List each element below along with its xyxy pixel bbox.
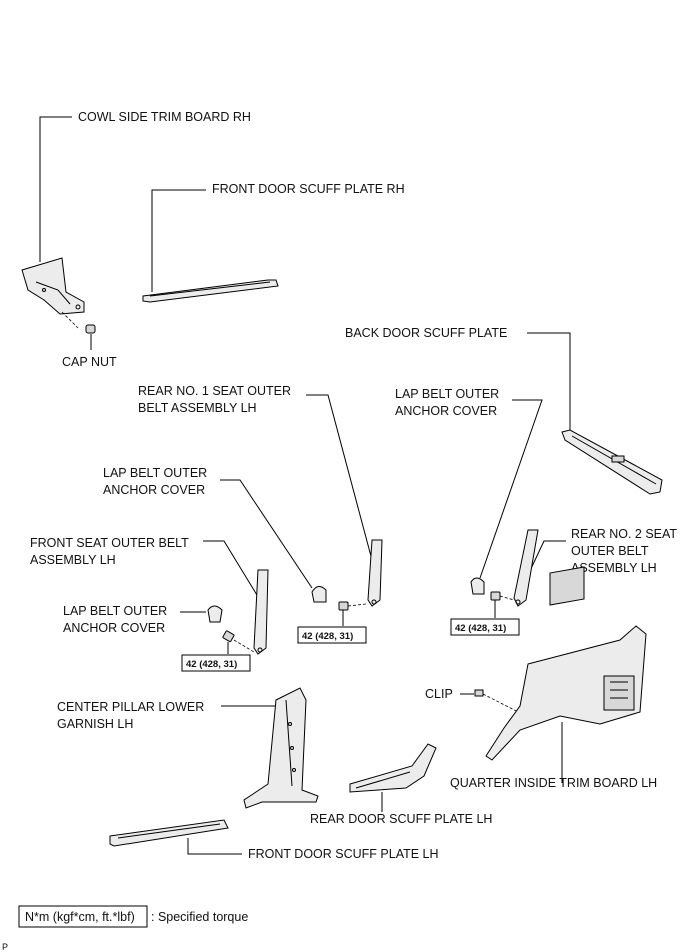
rear-door-scuff-plate-lh <box>349 743 437 793</box>
front-door-scuff-plate-lh <box>109 819 229 847</box>
leader-rear-no1-belt <box>306 394 373 561</box>
quarter-inside-trim-board-lh <box>485 566 647 761</box>
leader-lap-anchor-cover-mid <box>220 479 313 589</box>
rear-no1-seat-outer-belt <box>367 539 383 607</box>
lap-anchor-cover-left <box>207 605 223 623</box>
leader-front-seat-belt <box>203 540 261 601</box>
leader-front-door-scuff-rh <box>151 189 206 292</box>
corner-mark: P <box>2 942 8 952</box>
bolt-rear-no1 <box>338 601 367 611</box>
torque-value-rear-no1: 42 (428, 31) <box>302 631 353 642</box>
label-front-seat-belt-line1: FRONT SEAT OUTER BELT <box>30 536 189 550</box>
label-center-pillar-line2: GARNISH LH <box>57 717 133 731</box>
leader-lap-anchor-cover-right <box>479 399 543 579</box>
label-rear-no1-belt-line2: BELT ASSEMBLY LH <box>138 401 257 415</box>
label-lap-anchor-cover-left-line2: ANCHOR COVER <box>63 621 165 635</box>
legend-unit-box <box>18 905 148 928</box>
label-cowl-side-trim-board-rh: COWL SIDE TRIM BOARD RH <box>78 110 251 124</box>
bolt-front-belt <box>222 630 255 653</box>
clip <box>474 689 531 719</box>
leader-cowl-side <box>39 116 72 262</box>
dash-cap-nut <box>61 311 79 329</box>
torque-box-rear-no1 <box>297 626 367 644</box>
torque-box-rear-no2 <box>450 618 520 636</box>
leader-rear-no2-belt <box>527 540 566 576</box>
legend-unit-text: N*m (kgf*cm, ft.*lbf) <box>25 910 135 924</box>
label-quarter-inside-trim-board-lh: QUARTER INSIDE TRIM BOARD LH <box>450 776 657 790</box>
front-door-scuff-plate-rh <box>142 279 279 303</box>
label-center-pillar-line1: CENTER PILLAR LOWER <box>57 700 204 714</box>
label-rear-door-scuff-plate-lh: REAR DOOR SCUFF PLATE LH <box>310 812 492 826</box>
leader-back-door-scuff <box>527 332 571 430</box>
label-rear-no2-belt-line3: ASSEMBLY LH <box>571 561 657 575</box>
torque-box-front <box>181 654 251 672</box>
label-front-door-scuff-plate-lh: FRONT DOOR SCUFF PLATE LH <box>248 847 439 861</box>
front-seat-outer-belt <box>253 569 269 655</box>
torque-value-rear-no2: 42 (428, 31) <box>455 623 506 634</box>
label-rear-no2-belt-line2: OUTER BELT <box>571 544 649 558</box>
label-lap-anchor-cover-mid-line2: ANCHOR COVER <box>103 483 205 497</box>
legend-description: : Specified torque <box>151 910 248 924</box>
back-door-scuff-plate <box>561 429 663 495</box>
label-lap-anchor-cover-left-line1: LAP BELT OUTER <box>63 604 167 618</box>
leader-front-door-scuff-lh <box>187 838 242 855</box>
center-pillar-lower-garnish-lh <box>243 687 319 809</box>
lap-anchor-cover-mid <box>311 586 327 603</box>
label-front-seat-belt-line2: ASSEMBLY LH <box>30 553 116 567</box>
label-clip: CLIP <box>425 687 453 701</box>
label-rear-no2-belt-line1: REAR NO. 2 SEAT <box>571 527 677 541</box>
bolt-rear-no2 <box>490 591 515 601</box>
label-front-door-scuff-plate-rh: FRONT DOOR SCUFF PLATE RH <box>212 182 405 196</box>
cap-nut <box>85 324 96 334</box>
label-lap-anchor-cover-right-line1: LAP BELT OUTER <box>395 387 499 401</box>
label-lap-anchor-cover-right-line2: ANCHOR COVER <box>395 404 497 418</box>
torque-value-front: 42 (428, 31) <box>186 659 237 670</box>
label-lap-anchor-cover-mid-line1: LAP BELT OUTER <box>103 466 207 480</box>
lap-anchor-cover-right <box>470 577 485 595</box>
cowl-side-trim-board-rh <box>21 257 85 315</box>
label-back-door-scuff-plate: BACK DOOR SCUFF PLATE <box>345 326 507 340</box>
label-rear-no1-belt-line1: REAR NO. 1 SEAT OUTER <box>138 384 291 398</box>
rear-no2-seat-outer-belt <box>513 529 539 607</box>
label-cap-nut: CAP NUT <box>62 355 117 369</box>
